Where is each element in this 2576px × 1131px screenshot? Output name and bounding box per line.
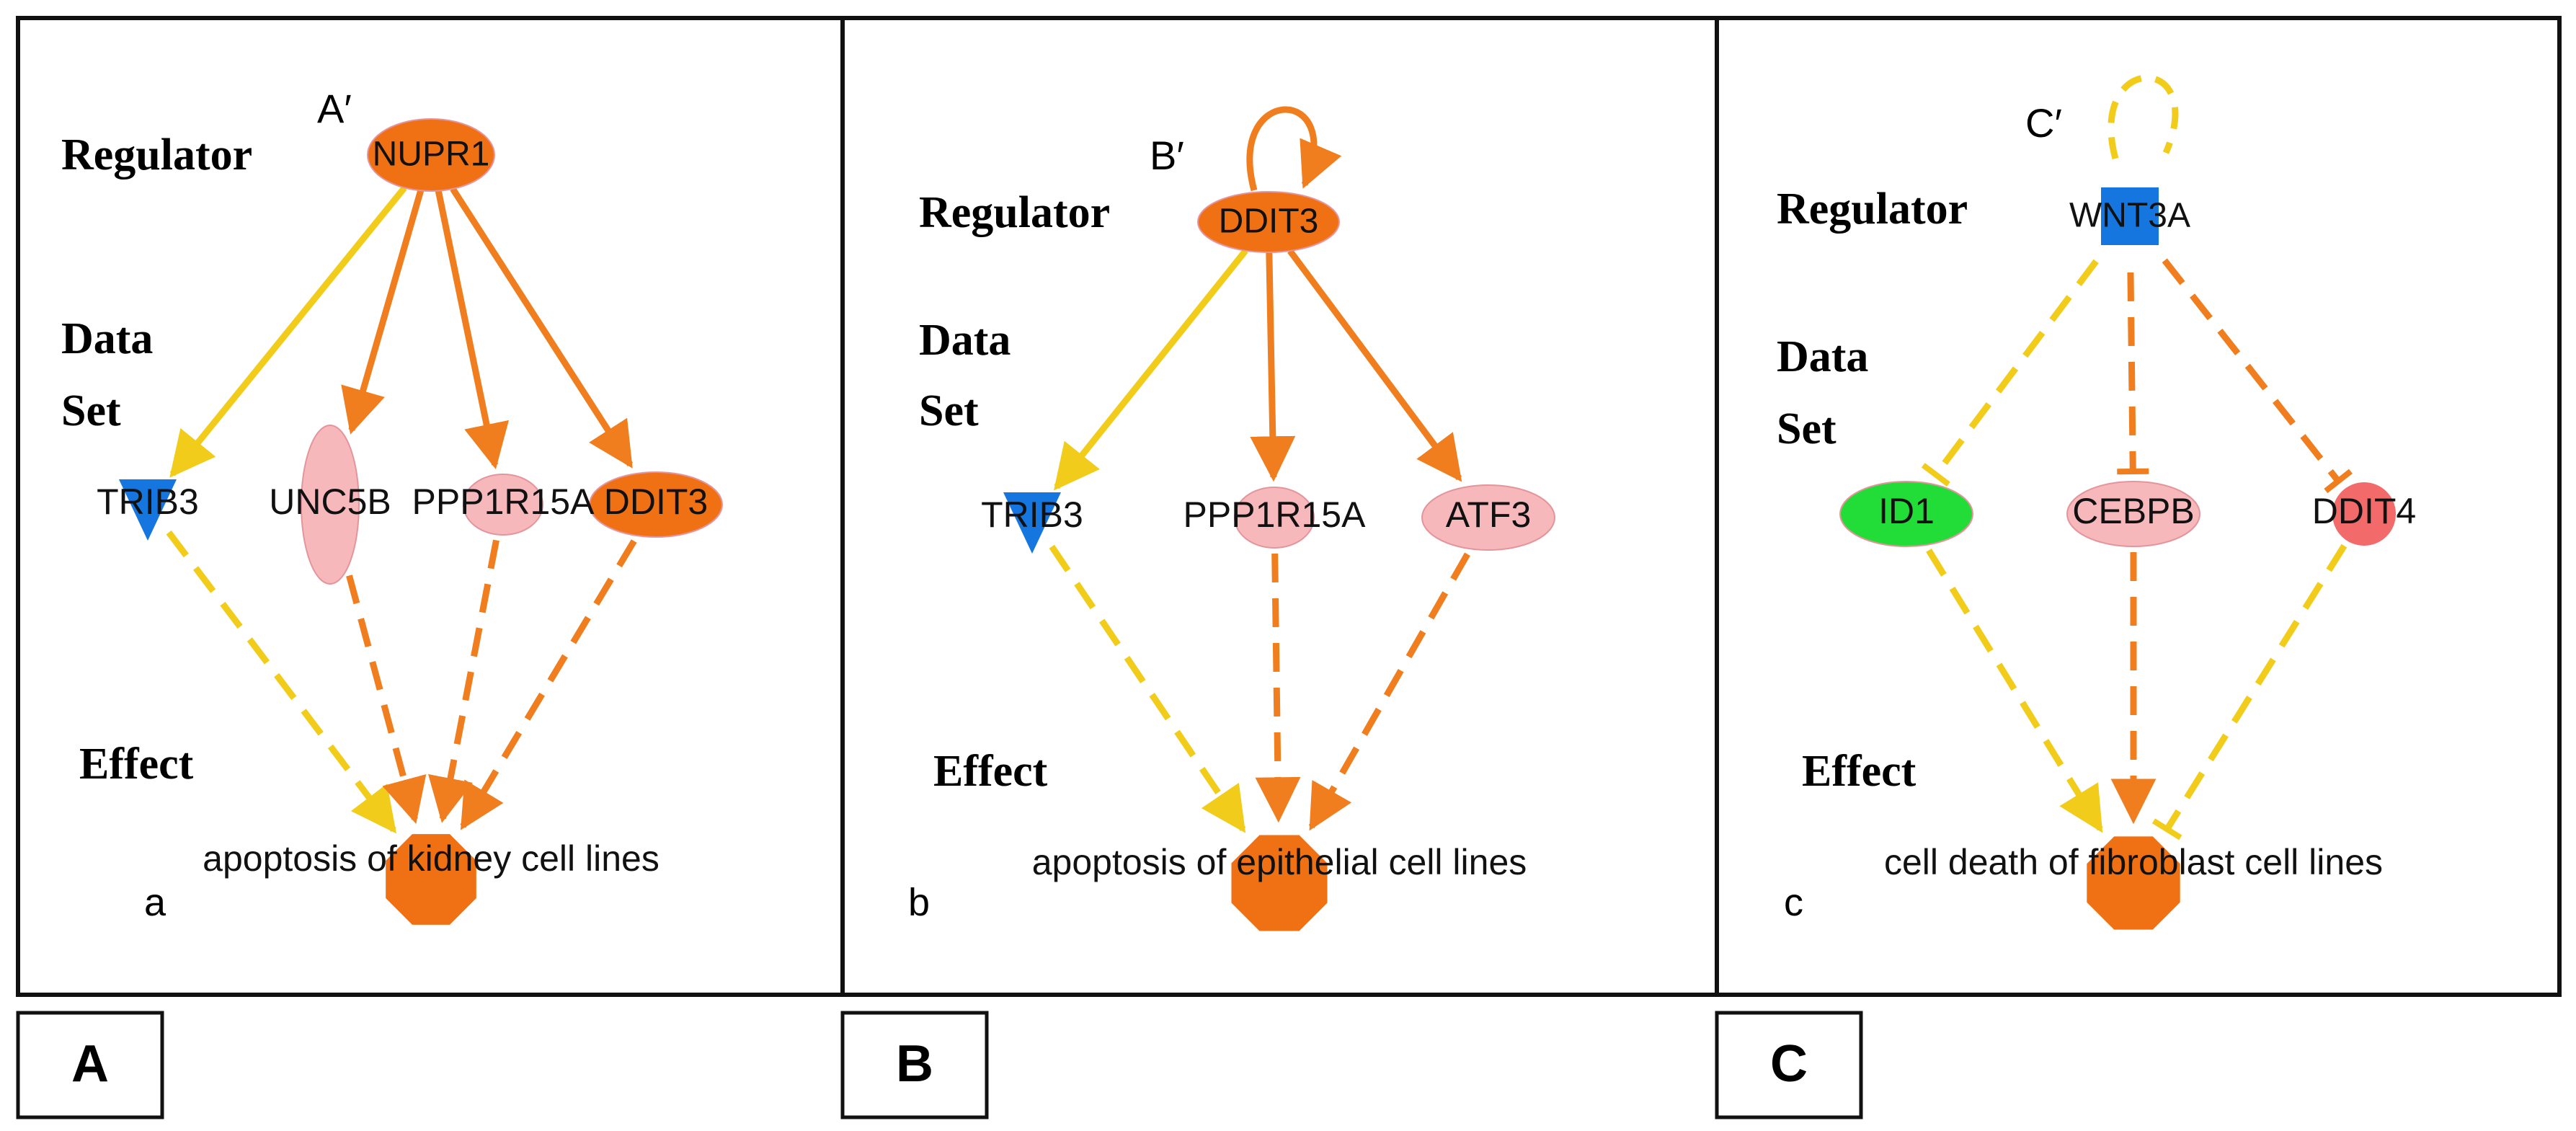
panel-a-target-ddit3-text: DDIT3: [604, 482, 708, 522]
panel-a-data-label: Data: [61, 314, 153, 363]
panel-c-edge-regulator-to-cebpb: [2127, 272, 2136, 472]
panel-c-target-ddit4-text: DDIT4: [2312, 491, 2416, 531]
panel-a-target-trib3-node: [119, 479, 177, 541]
panel-a-tab-label: A: [71, 1035, 109, 1093]
panel-a-edge-regulator-to-unc5b: [341, 190, 425, 435]
panel-a-edge-regulator-to-trib3: [169, 185, 407, 478]
panel-a-sub-label: a: [144, 881, 166, 924]
panel-a-edge-regulator-to-ddit3: [450, 187, 634, 469]
panel-b-regulator-text: DDIT3: [1219, 203, 1319, 241]
panel-c-effect-text: cell death of fibroblast cell lines: [1884, 842, 2383, 882]
panel-c-edge-regulator-to-ddit4: [2162, 258, 2341, 484]
panel-c-sub-label: c: [1784, 881, 1803, 924]
edges-layer: [166, 74, 2353, 841]
panel-a-target-unc5b-text: UNC5B: [269, 482, 391, 522]
panel-c-edge-regulator-to-id1: [1933, 259, 2099, 477]
panel-b-sub-label: b: [908, 881, 930, 924]
panel-b-self-loop-edge: [1246, 106, 1342, 192]
panel-b-data-label: Data: [919, 316, 1011, 365]
panel-c-self-loop-edge: [2108, 74, 2179, 160]
panel-b-edge-regulator-to-ppp1r15a: [1250, 252, 1296, 482]
panel-a-target-unc5b-node: [301, 425, 360, 585]
panel-a-edge-trib3-to-effect: [166, 530, 396, 834]
panel-b-target-ppp1r15a-node: [1234, 487, 1315, 549]
panel-a-corner-tag: A′: [317, 86, 352, 131]
panel-b-edge-regulator-to-trib3: [1054, 248, 1248, 491]
panel-b-edge-trib3-to-effect: [1049, 544, 1246, 833]
panel-b-edge-atf3-to-effect: [1308, 552, 1470, 831]
panel-b-set-label: Set: [919, 386, 979, 435]
panel-c-regulator-text: WNT3A: [2069, 197, 2190, 235]
panel-a-target-ppp1r15a-text: PPP1R15A: [412, 482, 595, 522]
panel-a-regulator-node: [367, 118, 495, 192]
panel-c-regulator-label: Regulator: [1777, 185, 1968, 234]
panel-b-corner-tag: B′: [1150, 133, 1184, 178]
panel-a-target-ppp1r15a-node: [463, 474, 543, 536]
panel-c-target-cebpb-node: [2066, 481, 2200, 547]
panel-c-target-id1-node: [1839, 481, 1973, 547]
panel-c-edge-ddit4-to-effect-inhibit-bar: [2151, 818, 2182, 841]
panel-a-effect-label: Effect: [79, 740, 194, 789]
panel-b-tab: [840, 1011, 989, 1119]
panel-a-edge-ddit3-to-effect: [460, 539, 637, 830]
panel-c-frame: [1715, 16, 2562, 997]
panel-a-effect-text: apoptosis of kidney cell lines: [203, 838, 659, 879]
panel-a-regulator-text: NUPR1: [373, 136, 490, 174]
panel-c-tab-label: C: [1770, 1035, 1808, 1093]
panel-c-corner-tag: C′: [2025, 100, 2062, 146]
panel-a-edge-regulator-to-ppp1r15a: [435, 190, 510, 469]
panel-b-edge-ppp1r15a-to-effect: [1255, 553, 1301, 823]
panel-a-tab: [16, 1011, 164, 1119]
panel-b-effect-label: Effect: [933, 747, 1048, 796]
panel-a-target-ddit3-node: [589, 471, 723, 538]
panel-b-tab-label: B: [896, 1035, 933, 1093]
panel-c-target-id1-text: ID1: [1878, 491, 1935, 531]
panel-b-target-atf3-text: ATF3: [1446, 494, 1532, 535]
panel-b-edge-regulator-to-atf3: [1287, 249, 1462, 482]
panel-c-target-cebpb-text: CEBPB: [2072, 491, 2195, 531]
nodes-layer: [119, 118, 2396, 931]
panel-c-data-label: Data: [1777, 332, 1868, 381]
panel-b-target-trib3-text: TRIB3: [981, 494, 1083, 535]
panel-c-edge-regulator-to-id1-inhibit-bar: [1921, 463, 1950, 487]
panel-b-target-trib3-node: [1003, 492, 1061, 554]
panel-c-edge-id1-to-effect: [1926, 549, 2103, 833]
panel-a-target-trib3-text: TRIB3: [97, 482, 199, 522]
panel-c-effect-node: [2087, 836, 2180, 930]
panel-b-effect-text: apoptosis of epithelial cell lines: [1032, 842, 1527, 882]
panel-c-edge-ddit4-to-effect: [2164, 544, 2348, 831]
panel-a-edge-ppp1r15a-to-effect: [428, 539, 499, 823]
panel-b-target-atf3-node: [1421, 484, 1555, 551]
panel-c-edge-regulator-to-ddit4-inhibit-bar: [2324, 469, 2353, 494]
panel-c-regulator-node: [2101, 187, 2159, 245]
panel-a-set-label: Set: [61, 386, 121, 435]
panel-c-effect-label: Effect: [1802, 747, 1917, 796]
panel-c-target-ddit4-node: [2332, 482, 2396, 546]
panel-b-regulator-node: [1197, 191, 1340, 253]
panel-c-edge-regulator-to-cebpb-inhibit-bar: [2117, 468, 2149, 475]
panel-b-target-ppp1r15a-text: PPP1R15A: [1183, 494, 1367, 535]
panel-c-tab: [1715, 1011, 1863, 1119]
panel-b-effect-node: [1231, 835, 1328, 931]
panel-b-regulator-label: Regulator: [919, 188, 1110, 237]
panel-a-regulator-label: Regulator: [61, 130, 252, 179]
panel-a-effect-node: [386, 834, 476, 925]
panel-c-set-label: Set: [1777, 404, 1836, 453]
